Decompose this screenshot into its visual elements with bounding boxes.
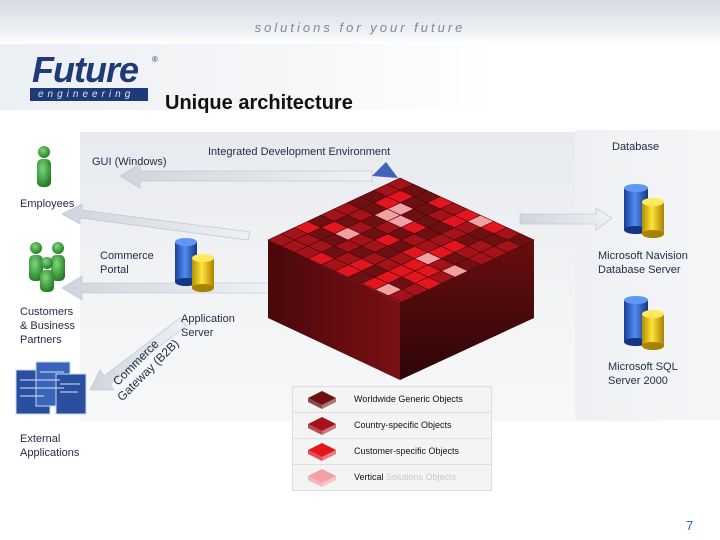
- app-server-label-2: Server: [181, 327, 214, 339]
- legend-label-vertical-b: Solutions Objects: [386, 472, 457, 482]
- legend-swatch-country: [308, 417, 336, 435]
- navision-db-label-1: Microsoft Navision: [598, 250, 688, 262]
- application-server-db-icon: [175, 238, 214, 292]
- legend-label-country: Country-specific Objects: [354, 420, 452, 430]
- legend-label-vertical: Vertical Solutions Objects: [354, 471, 456, 483]
- arrow-gateway: [89, 317, 187, 391]
- registered-icon: ®: [152, 55, 158, 64]
- navision-db-label-2: Database Server: [598, 264, 681, 276]
- legend-label-customer: Customer-specific Objects: [354, 446, 460, 456]
- customers-label-1: Customers: [20, 306, 74, 318]
- cube-top-cells: [267, 177, 535, 303]
- gateway-label: Commerce Gateway (B2B): [110, 336, 182, 403]
- cube-cell: [387, 289, 416, 303]
- sql-server-label-1: Microsoft SQL: [608, 361, 678, 373]
- customers-label-2: & Business: [20, 320, 76, 332]
- external-apps-label-2: Applications: [20, 447, 80, 459]
- top-band: [0, 0, 720, 44]
- customers-label-3: Partners: [20, 334, 62, 346]
- arrow-commerce-portal: [61, 275, 271, 301]
- database-panel: [575, 130, 720, 420]
- commerce-portal-label-1: Commerce: [100, 250, 154, 262]
- app-server-label-1: Application: [181, 313, 235, 325]
- external-applications-icon: [15, 361, 87, 415]
- object-cube: [267, 162, 535, 380]
- legend-swatch-worldwide: [308, 391, 336, 409]
- slide-title: Unique architecture: [165, 92, 353, 114]
- arrow-database: [519, 207, 613, 231]
- sql-server-db-icon: [624, 296, 664, 350]
- logo-wordmark: Future: [32, 49, 139, 90]
- legend-label-vertical-a: Vertical: [354, 472, 384, 482]
- page-number: 7: [686, 518, 694, 533]
- gui-label: GUI (Windows): [92, 156, 167, 168]
- legend-swatch-vertical: [308, 469, 336, 487]
- employee-person-icon: [37, 146, 51, 187]
- logo-subbar: [30, 88, 148, 101]
- legend-swatches: [308, 391, 336, 487]
- commerce-portal-label-2: Portal: [100, 264, 129, 276]
- external-apps-label-1: External: [20, 433, 61, 445]
- database-label: Database: [612, 141, 660, 153]
- future-logo: Future engineering ®: [30, 49, 160, 103]
- navision-db-icon: [624, 184, 664, 238]
- logo-subtext: engineering: [38, 89, 135, 100]
- ide-label: Integrated Development Environment: [208, 146, 391, 158]
- sql-server-label-2: Server 2000: [608, 375, 668, 387]
- legend-swatch-customer: [308, 443, 336, 461]
- employees-label: Employees: [20, 198, 75, 210]
- arrow-employees: [61, 203, 251, 241]
- customers-people-icon: [29, 242, 65, 292]
- tagline: solutions for your future: [254, 20, 466, 35]
- legend-label-worldwide: Worldwide Generic Objects: [354, 394, 463, 404]
